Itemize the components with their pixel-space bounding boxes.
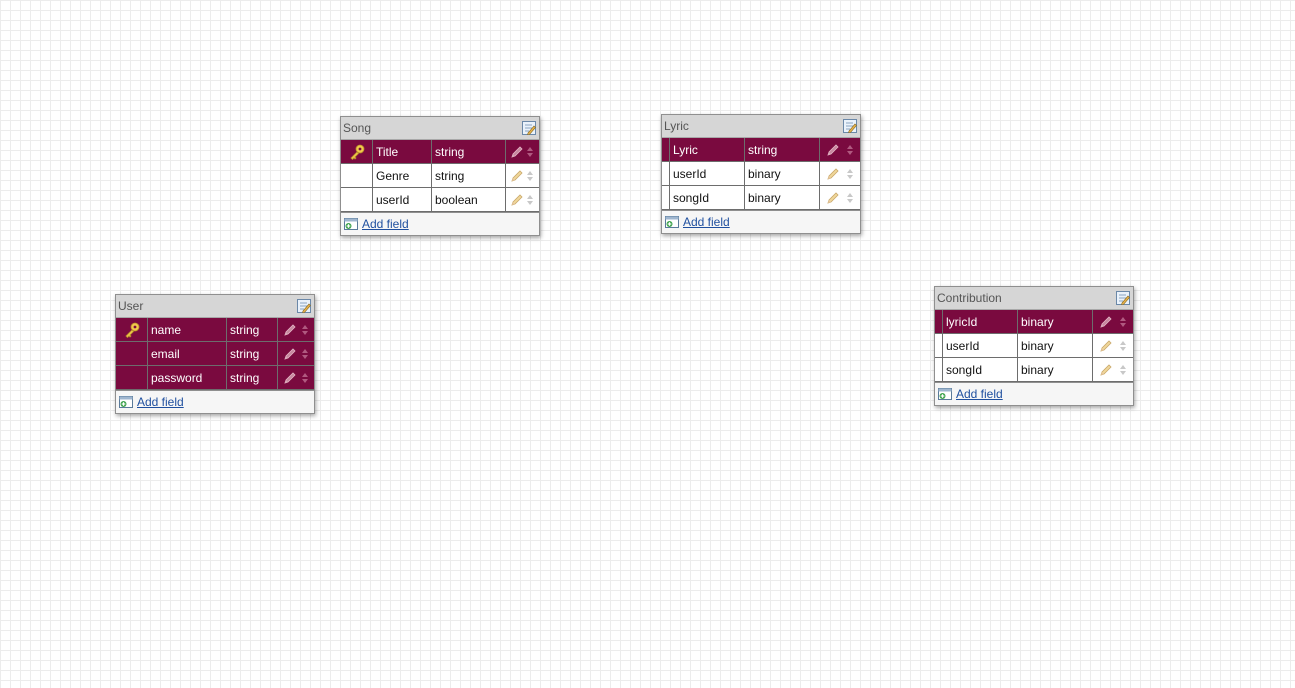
reorder-arrows-icon[interactable] — [1119, 340, 1127, 352]
field-name[interactable]: songId — [670, 186, 745, 209]
reorder-arrows-icon[interactable] — [1119, 364, 1127, 376]
edit-field-icon[interactable] — [827, 144, 839, 156]
field-type[interactable]: binary — [1018, 310, 1093, 333]
field-row[interactable]: songId binary — [935, 358, 1133, 382]
add-field-link[interactable]: Add field — [362, 217, 409, 231]
table-title: Lyric — [664, 119, 689, 133]
field-type[interactable]: boolean — [432, 188, 506, 211]
add-field-icon[interactable] — [119, 396, 133, 408]
field-name[interactable]: userId — [670, 162, 745, 185]
edit-field-icon[interactable] — [1100, 316, 1112, 328]
table-footer: Add field — [662, 210, 860, 233]
add-field-link[interactable]: Add field — [956, 387, 1003, 401]
reorder-arrows-icon[interactable] — [526, 194, 534, 206]
field-type[interactable]: binary — [1018, 334, 1093, 357]
field-type[interactable]: string — [227, 366, 278, 389]
field-row[interactable]: Lyric string — [662, 138, 860, 162]
edit-table-icon[interactable] — [1116, 291, 1130, 305]
table-footer: Add field — [116, 390, 314, 413]
edit-field-icon[interactable] — [827, 192, 839, 204]
field-name[interactable]: lyricId — [943, 310, 1018, 333]
edit-table-icon[interactable] — [522, 121, 536, 135]
field-row[interactable]: userId boolean — [341, 188, 539, 212]
reorder-arrows-icon[interactable] — [846, 144, 854, 156]
primary-key-icon — [124, 322, 140, 338]
field-name[interactable]: password — [148, 366, 227, 389]
reorder-arrows-icon[interactable] — [526, 170, 534, 182]
edit-field-icon[interactable] — [511, 194, 523, 206]
field-row[interactable]: email string — [116, 342, 314, 366]
table-footer: Add field — [935, 382, 1133, 405]
add-field-link[interactable]: Add field — [683, 215, 730, 229]
edit-field-icon[interactable] — [511, 146, 523, 158]
table-lyric[interactable]: Lyric Lyric string userId binary songId … — [661, 114, 861, 234]
reorder-arrows-icon[interactable] — [1119, 316, 1127, 328]
reorder-arrows-icon[interactable] — [301, 348, 309, 360]
field-name[interactable]: Lyric — [670, 138, 745, 161]
field-name[interactable]: email — [148, 342, 227, 365]
add-field-icon[interactable] — [938, 388, 952, 400]
field-name[interactable]: songId — [943, 358, 1018, 381]
field-type[interactable]: string — [745, 138, 820, 161]
reorder-arrows-icon[interactable] — [526, 146, 534, 158]
edit-field-icon[interactable] — [1100, 364, 1112, 376]
field-type[interactable]: binary — [745, 162, 820, 185]
add-field-icon[interactable] — [344, 218, 358, 230]
field-name[interactable]: userId — [373, 188, 432, 211]
table-title: User — [118, 299, 144, 313]
field-type[interactable]: string — [227, 342, 278, 365]
add-field-icon[interactable] — [665, 216, 679, 228]
add-field-link[interactable]: Add field — [137, 395, 184, 409]
table-header[interactable]: Lyric — [662, 115, 860, 138]
table-header[interactable]: User — [116, 295, 314, 318]
edit-field-icon[interactable] — [1100, 340, 1112, 352]
edit-table-icon[interactable] — [297, 299, 311, 313]
edit-field-icon[interactable] — [284, 348, 296, 360]
reorder-arrows-icon[interactable] — [301, 372, 309, 384]
table-header[interactable]: Song — [341, 117, 539, 140]
table-title: Contribution — [937, 291, 1002, 305]
field-row[interactable]: songId binary — [662, 186, 860, 210]
field-row[interactable]: userId binary — [935, 334, 1133, 358]
primary-key-icon — [349, 144, 365, 160]
table-footer: Add field — [341, 212, 539, 235]
table-user[interactable]: User name string email string password s… — [115, 294, 315, 414]
reorder-arrows-icon[interactable] — [301, 324, 309, 336]
edit-field-icon[interactable] — [827, 168, 839, 180]
reorder-arrows-icon[interactable] — [846, 168, 854, 180]
field-type[interactable]: string — [432, 140, 506, 163]
table-title: Song — [343, 121, 372, 135]
table-header[interactable]: Contribution — [935, 287, 1133, 310]
field-type[interactable]: binary — [1018, 358, 1093, 381]
table-song[interactable]: Song Title string Genre string userId bo… — [340, 116, 540, 236]
field-row[interactable]: userId binary — [662, 162, 860, 186]
field-name[interactable]: userId — [943, 334, 1018, 357]
field-type[interactable]: binary — [745, 186, 820, 209]
edit-field-icon[interactable] — [284, 372, 296, 384]
table-contribution[interactable]: Contribution lyricId binary userId binar… — [934, 286, 1134, 406]
field-row[interactable]: lyricId binary — [935, 310, 1133, 334]
field-row[interactable]: password string — [116, 366, 314, 390]
field-row[interactable]: Title string — [341, 140, 539, 164]
edit-table-icon[interactable] — [843, 119, 857, 133]
field-row[interactable]: name string — [116, 318, 314, 342]
edit-field-icon[interactable] — [511, 170, 523, 182]
reorder-arrows-icon[interactable] — [846, 192, 854, 204]
field-row[interactable]: Genre string — [341, 164, 539, 188]
field-type[interactable]: string — [432, 164, 506, 187]
edit-field-icon[interactable] — [284, 324, 296, 336]
field-name[interactable]: Title — [373, 140, 432, 163]
field-type[interactable]: string — [227, 318, 278, 341]
field-name[interactable]: name — [148, 318, 227, 341]
field-name[interactable]: Genre — [373, 164, 432, 187]
